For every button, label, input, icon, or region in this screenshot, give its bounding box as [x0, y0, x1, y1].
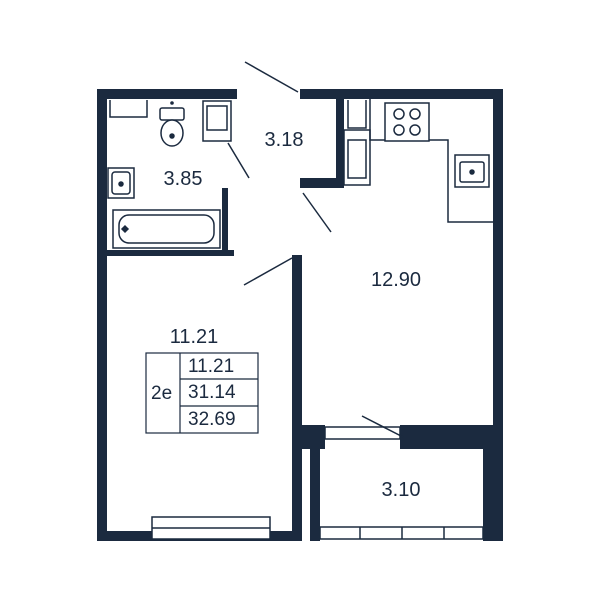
- wall-corner: [300, 89, 308, 99]
- windows: [151, 426, 484, 540]
- summary-table-lines: [145, 352, 259, 434]
- room-area-balcony: 3.10: [381, 479, 421, 501]
- niche-shelf: [347, 100, 367, 129]
- wall-top-right: [300, 89, 500, 99]
- burner-1: [393, 108, 405, 120]
- wall-top-left: [97, 89, 237, 99]
- washer-inner: [206, 105, 228, 131]
- fridge-inner: [347, 139, 367, 179]
- wall-partition-middle: [292, 255, 302, 541]
- total-area: 31.14: [188, 382, 236, 403]
- toilet-tank-icon: [159, 107, 185, 121]
- room-area-bedroom: 11.21: [169, 326, 219, 348]
- wall-balcony-right-side: [483, 449, 503, 541]
- stove-icon: [384, 102, 430, 142]
- wall-right: [493, 89, 503, 541]
- door-entrance: [244, 61, 299, 93]
- burner-2: [409, 108, 421, 120]
- door-balcony: [361, 415, 404, 438]
- room-area-hall: 3.18: [264, 129, 304, 151]
- apartment-type: 2e: [151, 383, 173, 404]
- bathtub-drain: [120, 224, 130, 234]
- door-bathroom: [227, 142, 250, 179]
- door-bedroom: [243, 257, 293, 286]
- wall-hall-stub: [300, 178, 340, 188]
- wall-bath-bottom: [107, 250, 234, 256]
- counter-outline: [369, 99, 493, 223]
- wall-niche: [336, 99, 344, 188]
- walls: [97, 89, 503, 541]
- sink-drain: [118, 181, 124, 187]
- toilet-bowl-icon: [160, 119, 184, 147]
- room-area-kitchen: 12.90: [370, 269, 422, 291]
- doors: [227, 61, 404, 438]
- shelf-icon: [109, 100, 148, 118]
- wall-left: [97, 89, 107, 541]
- window-kitchen: [324, 426, 401, 440]
- kitchen-sink-drain: [469, 169, 475, 175]
- room-area-bathroom: 3.85: [163, 168, 203, 190]
- wall-bath-right: [222, 188, 228, 256]
- door-kitchen: [302, 192, 332, 233]
- burner-3: [393, 124, 405, 136]
- bathroom-fixtures: [107, 100, 232, 249]
- burner-4: [409, 124, 421, 136]
- wall-balcony-side: [310, 449, 320, 541]
- living-area: 11.21: [188, 356, 235, 377]
- wall-balcony-right: [400, 425, 503, 449]
- area-summary-table: 2e 11.21 31.14 32.69: [146, 353, 258, 433]
- summary-border: [145, 352, 259, 434]
- wall-balcony-left: [300, 425, 325, 449]
- toilet-drain: [169, 133, 175, 139]
- bathtub-inner: [118, 214, 215, 244]
- kitchen-fixtures: [343, 99, 493, 223]
- total-area-with-balcony: 32.69: [188, 409, 236, 430]
- toilet-dot: [170, 101, 174, 105]
